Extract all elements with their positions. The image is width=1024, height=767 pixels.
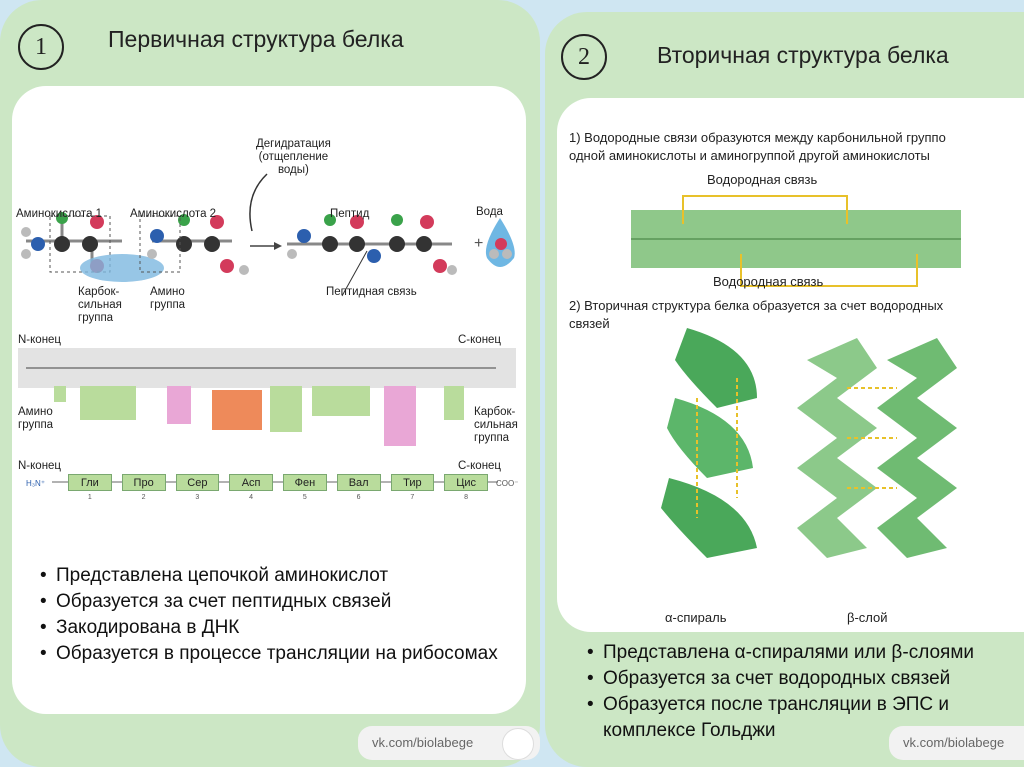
deer-logo-icon [502, 728, 534, 760]
chain-residue-number: 5 [302, 494, 307, 501]
chain-residue-box: Про [121, 474, 166, 491]
panel-number: 2 [561, 34, 607, 80]
hbond-bottom-label: Водородная связь [713, 274, 824, 289]
label-amino-acid-1: Аминокислота 1 [16, 208, 103, 220]
label-h3n: H₃N⁺ [26, 479, 46, 488]
svg-text:+: + [474, 235, 483, 252]
primary-structure-diagram: + [18, 173, 516, 483]
bullet-item: Представлена цепочкой аминокислот [40, 563, 500, 589]
dehydration-arrow [249, 173, 268, 232]
chain-residue-box: Гли [68, 474, 112, 491]
amino-acid-chain: Гли 1 Про 2 Сер 3 Асп 4 Фен 5 Вал 6 Тир 7 Цис 8 [64, 474, 494, 508]
chain-residue-box: Сер [175, 474, 220, 491]
amino-acid-1-molecule [21, 212, 122, 273]
chain-residue-number: 2 [141, 494, 146, 501]
peptide-bond-pointer [341, 250, 368, 297]
bullet-item: Образуется после трансляции в ЭПС и комп… [587, 692, 1017, 744]
chain-residue-number: 7 [410, 494, 415, 501]
panel-secondary-structure: 2 Вторичная структура белка 1) Водородны… [545, 12, 1024, 767]
label-amino-group-1: Амино [150, 286, 185, 298]
label-water: Вода [476, 206, 503, 218]
primary-bullets: Представлена цепочкой аминокислот Образу… [40, 563, 500, 667]
hbond-text-1: 1) Водородные связи образуются между кар… [569, 130, 946, 145]
beta-pleated-sheet [797, 338, 957, 558]
peptide-molecule [287, 214, 457, 275]
label-amino-acid-2: Аминокислота 2 [130, 208, 217, 220]
label-carboxyl-3: группа [78, 312, 114, 324]
label-peptide-bond: Пептидная связь [326, 286, 417, 298]
bullet-item: Закодирована в ДНК [40, 615, 500, 641]
label-carboxyl-1: Карбок- [78, 286, 120, 298]
chain-residue-number: 1 [87, 494, 92, 501]
bullet-item: Представлена α-спиралями или β-слоями [587, 640, 1017, 666]
beta-sheet-label: β-слой [847, 610, 888, 625]
hbond-top-line [682, 195, 848, 224]
label-dehydration-2: (отщепление [258, 151, 329, 163]
label-carboxyl-right-2: сильная [474, 419, 518, 431]
watermark-text: vk.com/biolabege [903, 735, 1005, 750]
bullet-item: Образуется в процессе трансляции на рибо… [40, 641, 500, 667]
panel-primary-structure: 1 Первичная структура белка [0, 0, 540, 767]
carboxyl-dashed-box [49, 215, 111, 273]
water-removal-ellipse [80, 254, 164, 282]
label-amino-group-2: группа [150, 299, 186, 311]
secondary-structure-diagram [631, 195, 961, 558]
label-carboxyl-right-3: группа [474, 432, 510, 444]
watermark: vk.com/biolabege [889, 726, 1024, 760]
alpha-helix-label: α-спираль [665, 610, 727, 625]
label-carboxyl-2: сильная [78, 299, 122, 311]
label-coo: COO⁻ [496, 479, 519, 488]
amino-acid-2-molecule [147, 214, 249, 275]
watermark: vk.com/biolabege [358, 726, 540, 760]
hbond-bottom-line [740, 254, 918, 287]
side-chains [54, 386, 464, 446]
label-amino-left-2: группа [18, 419, 54, 431]
watermark-text: vk.com/biolabege [372, 735, 474, 750]
chain-residue-box: Асп [229, 474, 273, 491]
alpha-helix [661, 328, 757, 558]
chain-residue-number: 6 [356, 494, 361, 501]
label-carboxyl-right-1: Карбок- [474, 406, 516, 418]
secondary-text-2: 2) Вторичная структура белка образуется … [569, 298, 944, 313]
label-n-end-2: N-конец [18, 460, 62, 472]
panel-number: 1 [18, 24, 64, 70]
bullet-item: Образуется за счет пептидных связей [40, 589, 500, 615]
label-amino-left-1: Амино [18, 406, 53, 418]
hbond-top-label: Водородная связь [707, 172, 818, 187]
amino-dashed-box [139, 215, 181, 273]
label-peptide: Пептид [330, 208, 370, 220]
label-dehydration-3: воды) [277, 164, 309, 176]
secondary-bullets: Представлена α-спиралями или β-слоями Об… [587, 640, 1017, 744]
label-c-end: C-конец [458, 334, 502, 346]
label-n-end: N-конец [18, 334, 62, 346]
chain-residue-number: 4 [249, 494, 254, 501]
bullet-item: Образуется за счет водородных связей [587, 666, 1017, 692]
chain-residue-box: Вал [336, 474, 381, 491]
chain-residue-number: 3 [195, 494, 200, 501]
chain-residue-box: Цис [444, 474, 488, 491]
secondary-text-2b: связей [569, 316, 610, 331]
chain-residue-number: 8 [464, 494, 469, 501]
chain-residue-box: Тир [390, 474, 435, 491]
label-dehydration: Дегидратация [256, 138, 331, 150]
chain-residue-box: Фен [283, 474, 327, 491]
panel-title: Вторичная структура белка [657, 42, 949, 68]
diagram-area: 1) Водородные связи образуются между кар… [557, 98, 1024, 632]
label-c-end-2: C-конец [458, 460, 502, 472]
panel-title: Первичная структура белка [108, 26, 404, 52]
hbond-text-1b: одной аминокислоты и аминогруппой другой… [569, 148, 930, 163]
